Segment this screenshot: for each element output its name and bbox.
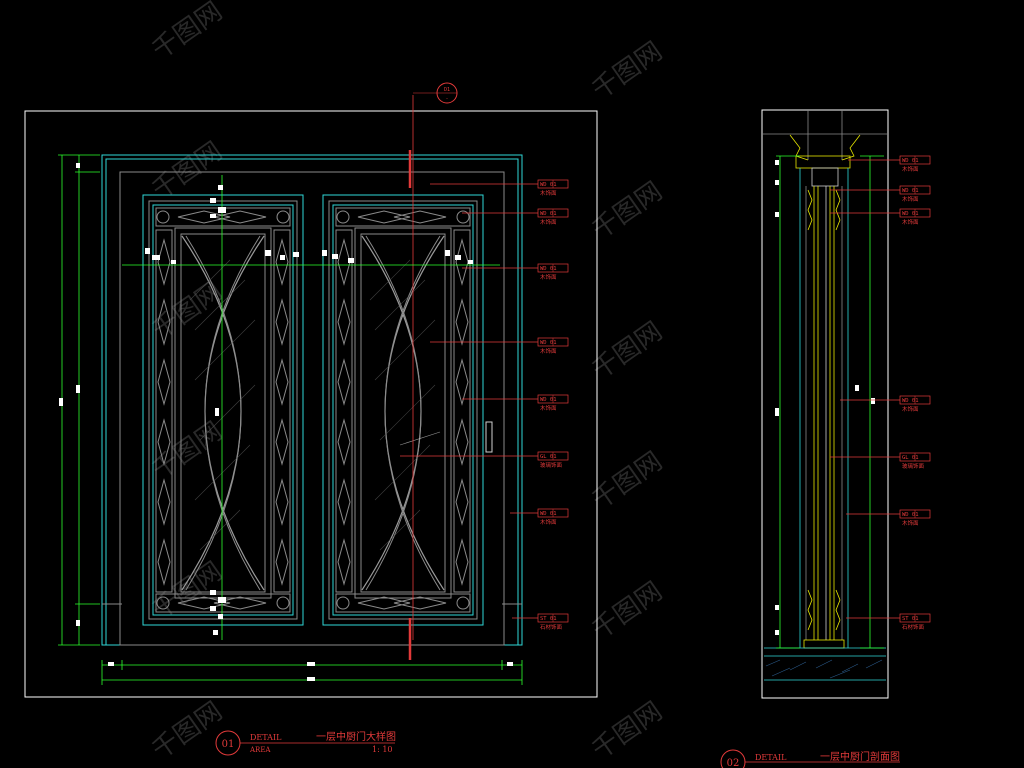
detail-title-01: 一层中厨门大样图 [316, 730, 396, 743]
detail-title-02: 一层中厨门剖面图 [820, 750, 900, 763]
section-marker-bottom: - [445, 96, 448, 102]
watermark-text: 千图网 [587, 316, 668, 385]
elevation-tag-text: 木饰面 [540, 273, 557, 281]
detail-scale-01: 1: 10 [372, 745, 393, 754]
elevation-tag-text: 木饰面 [540, 404, 557, 412]
section-tag-code: WD 01 [902, 188, 919, 194]
section-tag-text: 木饰面 [902, 218, 919, 226]
watermark-text: 千图网 [587, 576, 668, 645]
elevation-tag-code: WD 01 [540, 266, 557, 272]
elevation-tag-code: WD 01 [540, 397, 557, 403]
elevation-tag-code: WD 01 [540, 511, 557, 517]
section-marker-top: D1 [444, 87, 450, 93]
elevation-leaders [400, 183, 538, 619]
section-tag-text: 石材饰面 [902, 623, 925, 631]
watermark-text: 千图网 [147, 696, 228, 765]
elevation-frame [24, 110, 598, 698]
section-tag-code: WD 01 [902, 158, 919, 164]
section-tag-code: GL 01 [902, 455, 919, 461]
left-door-leaf [142, 194, 304, 626]
watermark-layer: 千图网 千图网 千图网 千图网 千图网 千图网 千图网 千图网 千图网 千图网 … [147, 0, 668, 766]
detail-number-02: 02 [727, 758, 740, 768]
detail-label-top-02: DETAIL [755, 753, 787, 762]
elevation-tag-text: 木饰面 [540, 347, 557, 355]
elevation-tag-code: ST 01 [540, 616, 557, 622]
elevation-tag-text: 木饰面 [540, 218, 557, 226]
section-tag-code: WD 01 [902, 398, 919, 404]
door-casing [101, 154, 523, 646]
watermark-text: 千图网 [587, 446, 668, 515]
section-dimension-lines [776, 155, 884, 649]
detail-caption-01: 01 DETAIL AREA 一层中厨门大样图 1: 10 [215, 730, 396, 756]
watermark-text: 千图网 [147, 416, 228, 485]
section-tag-text: 木饰面 [902, 165, 919, 173]
glass-hatch [189, 259, 441, 551]
watermark-text: 千图网 [587, 176, 668, 245]
elevation-tag-text: 石材饰面 [540, 623, 563, 631]
elevation-tag-text: 玻璃饰面 [540, 461, 563, 469]
detail-number-01: 01 [222, 739, 235, 750]
section-body [762, 110, 888, 681]
dimension-ticks [59, 163, 513, 681]
elevation-tag-text: 木饰面 [540, 518, 557, 526]
section-tag-code: WD 01 [902, 211, 919, 217]
detail-caption-02: 02 DETAIL 一层中厨门剖面图 [720, 749, 900, 768]
section-frame [761, 109, 889, 699]
section-leaders [830, 159, 900, 619]
elevation-tag-code: WD 01 [540, 340, 557, 346]
elevation-tag-text: 木饰面 [540, 189, 557, 197]
section-dimension-ticks [775, 160, 875, 635]
elevation-tag-code: WD 01 [540, 182, 557, 188]
elevation-tag-code: GL 01 [540, 454, 557, 460]
detail-label-top-01: DETAIL [250, 733, 282, 742]
watermark-text: 千图网 [587, 36, 668, 105]
detail-label-bottom-01: AREA [249, 746, 271, 754]
watermark-text: 千图网 [587, 696, 668, 765]
right-door-leaf [322, 194, 493, 626]
elevation-tag-code: WD 01 [540, 211, 557, 217]
section-tag-text: 玻璃饰面 [902, 462, 925, 470]
section-tag-text: 木饰面 [902, 405, 919, 413]
section-tag-text: 木饰面 [902, 195, 919, 203]
floor-hatch [765, 659, 883, 679]
section-cut-line: D1 - [408, 82, 458, 660]
section-tag-text: 木饰面 [902, 519, 919, 527]
section-tag-code: ST 01 [902, 616, 919, 622]
section-tag-code: WD 01 [902, 512, 919, 518]
watermark-text: 千图网 [147, 0, 228, 66]
